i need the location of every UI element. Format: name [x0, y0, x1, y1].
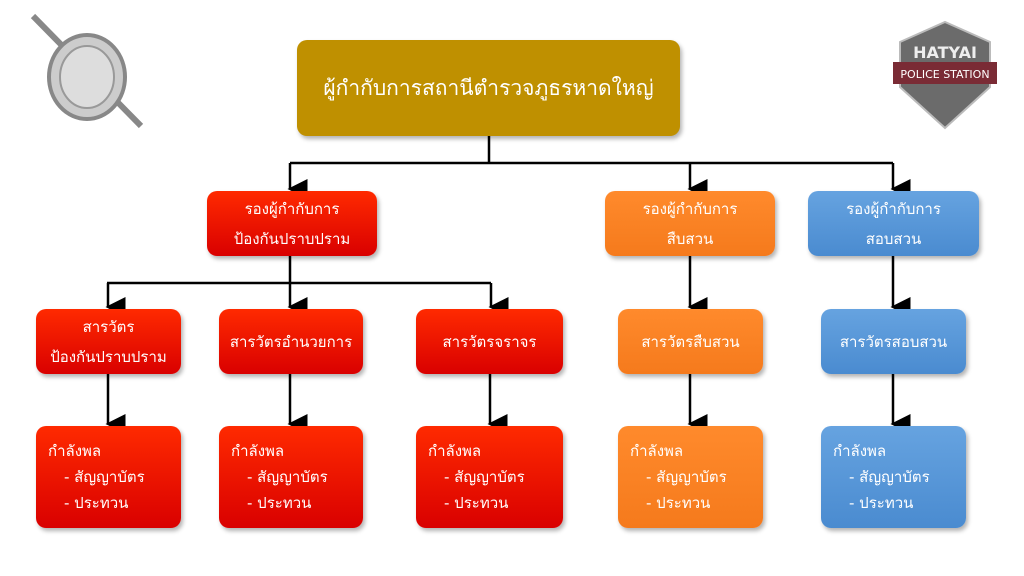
box-label: สืบสวน [666, 229, 714, 248]
box-label: สารวัตรสืบสวน [641, 332, 740, 351]
staff-title: กำลังพล [833, 442, 887, 460]
box-label: สารวัตรอำนวยการ [229, 332, 353, 351]
deputy-suppression-box: รองผู้กำกับการป้องกันปราบปราม [207, 191, 377, 256]
staff-box: กำลังพล - สัญญาบัตร - ประทวน [219, 426, 363, 528]
staff-title: กำลังพล [428, 442, 482, 460]
svg-text:HATYAI: HATYAI [913, 43, 977, 62]
box-label: สอบสวน [865, 229, 922, 248]
staff-box: กำลังพล - สัญญาบัตร - ประทวน [416, 426, 563, 528]
svg-text:POLICE STATION: POLICE STATION [900, 68, 989, 81]
staff-box: กำลังพล - สัญญาบัตร - ประทวน [618, 426, 763, 528]
staff-title: กำลังพล [630, 442, 684, 460]
box-label: รองผู้กำกับการ [642, 199, 738, 218]
inspector-traffic-box: สารวัตรจราจร [416, 309, 563, 374]
staff-item: - ประทวน [849, 494, 914, 512]
staff-item: - ประทวน [64, 494, 129, 512]
staff-item: - สัญญาบัตร [444, 468, 525, 486]
box-label: สารวัตรจราจร [442, 332, 537, 351]
staff-item: - สัญญาบัตร [247, 468, 328, 486]
box-label: รองผู้กำกับการ [846, 199, 941, 218]
box-label: สารวัตรสอบสวน [839, 332, 948, 351]
deputy-investigation-box: รองผู้กำกับการสืบสวน [605, 191, 775, 256]
inspector-inquiry-box: สารวัตรสอบสวน [821, 309, 966, 374]
box-label: ผู้กำกับการสถานีตำรวจภูธรหาดใหญ่ [323, 76, 654, 100]
box-label: ป้องกันปราบปราม [233, 229, 351, 248]
staff-item: - สัญญาบัตร [849, 468, 930, 486]
staff-item: - สัญญาบัตร [646, 468, 727, 486]
staff-box: กำลังพล - สัญญาบัตร - ประทวน [36, 426, 181, 528]
staff-item: - ประทวน [247, 494, 312, 512]
staff-item: - สัญญาบัตร [64, 468, 145, 486]
inspector-admin-box: สารวัตรอำนวยการ [219, 309, 363, 374]
inspector-investigation-box: สารวัตรสืบสวน [618, 309, 763, 374]
inspector-suppression-box: สารวัตรป้องกันปราบปราม [36, 309, 181, 374]
staff-item: - ประทวน [646, 494, 711, 512]
staff-item: - ประทวน [444, 494, 509, 512]
police-seal-logo [30, 13, 144, 129]
box-label: ป้องกันปราบปราม [50, 347, 167, 366]
staff-title: กำลังพล [231, 442, 285, 460]
deputy-inquiry-box: รองผู้กำกับการสอบสวน [808, 191, 979, 256]
box-label: รองผู้กำกับการ [244, 199, 340, 218]
staff-box: กำลังพล - สัญญาบัตร - ประทวน [821, 426, 966, 528]
superintendent-box: ผู้กำกับการสถานีตำรวจภูธรหาดใหญ่ [297, 40, 680, 136]
box-label: สารวัตร [82, 317, 135, 336]
staff-title: กำลังพล [48, 442, 102, 460]
hatyai-police-station-logo: HATYAI POLICE STATION [893, 20, 997, 130]
